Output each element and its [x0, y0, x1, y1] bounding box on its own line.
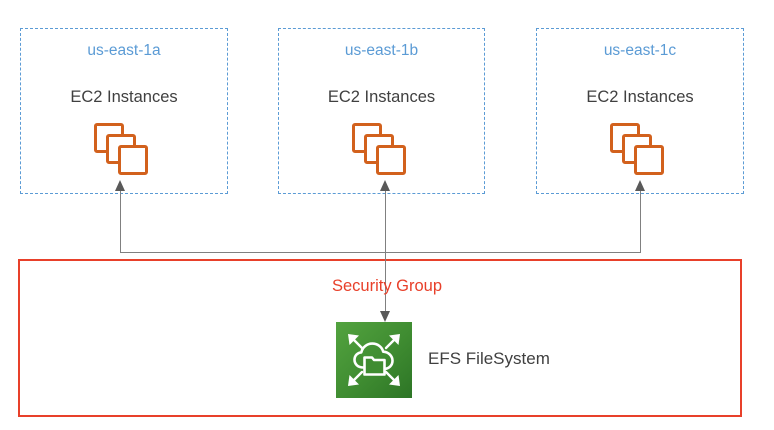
ec2-square-front	[634, 145, 664, 175]
arrow-up-icon	[635, 180, 645, 191]
ec2-square-front	[375, 145, 406, 175]
ec2-instances-label-1c: EC2 Instances	[586, 88, 694, 106]
ec2-instances-label-1b: EC2 Instances	[327, 88, 436, 106]
az-label-us-east-1b: us-east-1b	[344, 42, 419, 59]
availability-zone-us-east-1c: us-east-1c EC2 Instances	[536, 28, 744, 194]
connector-riser-az-1b	[385, 190, 387, 253]
connector-bus-line	[120, 252, 641, 254]
ec2-instances-icon	[94, 123, 154, 179]
security-group-boundary	[18, 259, 742, 417]
az-label-us-east-1c: us-east-1c	[603, 42, 677, 59]
arrow-up-icon	[115, 180, 125, 191]
efs-filesystem-icon	[336, 322, 412, 398]
connector-riser-az-1a	[120, 190, 122, 253]
ec2-instances-label-1a: EC2 Instances	[70, 88, 178, 106]
ec2-instances-icon	[610, 123, 670, 179]
connector-riser-az-1c	[640, 190, 642, 253]
availability-zone-us-east-1a: us-east-1a EC2 Instances	[20, 28, 228, 194]
ec2-square-front	[118, 145, 148, 175]
efs-filesystem-label: EFS FileSystem	[428, 349, 550, 368]
az-label-us-east-1a: us-east-1a	[87, 42, 161, 59]
arrow-down-icon	[380, 311, 390, 322]
arrow-up-icon	[380, 180, 390, 191]
availability-zone-us-east-1b: us-east-1b EC2 Instances	[278, 28, 485, 194]
security-group-label: Security Group	[331, 277, 443, 295]
connector-down-to-efs	[385, 252, 387, 312]
ec2-instances-icon	[351, 123, 412, 179]
